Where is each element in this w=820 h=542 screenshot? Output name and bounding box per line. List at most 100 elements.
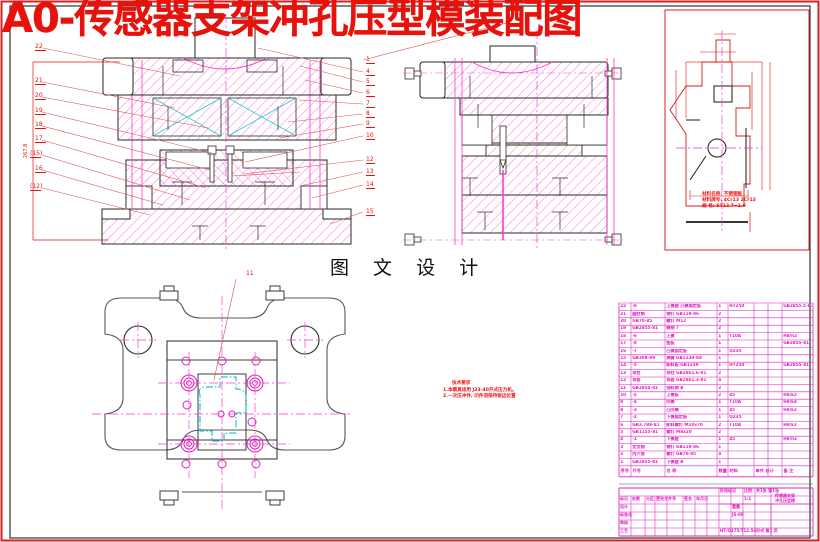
balloon-underline [366, 163, 375, 164]
bom-cell-r17-c1: 17 [620, 341, 627, 346]
bom-cell-r1-c1: 1 [620, 459, 624, 464]
balloon-left-16: 16 [35, 165, 43, 172]
balloon-underline [366, 117, 375, 118]
bom-cell-r10-c1: 10 [620, 393, 627, 397]
balloon-underline [35, 84, 46, 85]
bom-cell-r10-c4: 2 [718, 393, 722, 397]
bom-cell-r7-c5: Q235 [729, 415, 742, 420]
bom-cell-r16-c2: -7 [632, 348, 637, 353]
detail-view-frame [664, 9, 810, 251]
balloon-left-22: 22 [35, 43, 43, 50]
balloon-underline [366, 75, 375, 76]
balloon-right-8: 8 [366, 110, 370, 117]
bom-cell-r1-c4: 1 [718, 459, 722, 464]
bom-cell-r2-c3: 螺钉 GB70-85 [666, 452, 697, 457]
bom-cell-r16-c4: 1 [718, 348, 722, 353]
bom-cell-r9-c3: 凹模 [666, 400, 675, 405]
bom-cell-r5-c1: 5 [620, 430, 624, 434]
title-block-scale-value: 1:1 [744, 496, 752, 501]
balloon-underline [35, 142, 46, 143]
title-block-name-label: 签名 [684, 496, 692, 501]
bom-cell-r21-c4: 2 [718, 311, 722, 316]
balloon-underline [366, 139, 375, 140]
bom-cell-r5-c3: 螺钉 M8x20 [666, 430, 692, 434]
bom-cell-r16-c5: Q235 [729, 348, 742, 353]
bom-cell-r7-c3: 下模固定板 [666, 415, 688, 420]
balloon-underline [35, 128, 46, 129]
part-detail-view [669, 30, 771, 232]
bom-cell-r18-c3: 上模 [666, 333, 675, 338]
bom-cell-r6-c8: H8/k2 [783, 422, 797, 427]
bom-cell-r15-c4: 1 [718, 356, 722, 360]
bom-cell-r22-c4: 1 [718, 304, 722, 309]
bom-cell-r7-c2: -2 [632, 415, 637, 420]
bom-cell-r18-c2: -6 [632, 333, 637, 338]
bom-cell-r3-c4: 1 [718, 444, 722, 449]
bom-cell-r14-c1: 14 [620, 363, 627, 368]
title-block-drawing-sub: 冲孔压型模 [775, 498, 795, 503]
balloon-underline [366, 188, 375, 189]
bom-cell-r18-c1: 18 [620, 333, 627, 338]
balloon-left-18: 18 [35, 121, 43, 128]
bom-cell-r14-c3: 卸料板 GB1239 [666, 363, 699, 368]
bom-cell-r6-c1: 6 [620, 422, 624, 427]
title-block-count-label: 处数 [632, 496, 640, 501]
balloon-underline [366, 215, 375, 216]
bom-cell-r9-c1: 9 [620, 400, 624, 405]
title-block-doc-label: 分区 [646, 496, 654, 501]
bom-cell-r3-c1: 3 [620, 444, 624, 449]
bom-cell-r10-c3: 上模板 [666, 393, 679, 397]
balloon-right-6: 6 [366, 89, 370, 96]
bom-cell-r22-c5: HT250 [729, 304, 745, 309]
balloon-underline [30, 190, 41, 191]
bom-cell-r21-c1: 21 [620, 311, 627, 316]
balloon-right-9: 9 [366, 120, 370, 127]
bom-cell-r4-c1: 4 [620, 437, 624, 442]
bom-cell-r20-c3: 螺钉 M12 [666, 319, 687, 323]
bom-cell-r15-c3: 弹簧 GB1239-84 [666, 356, 702, 360]
bom-cell-r20-c4: 2 [718, 319, 722, 323]
bom-cell-r14-c2: -5 [632, 363, 637, 368]
detail-note-line-1: 材料名称: 不锈钢板 [702, 192, 743, 197]
balloon-left-20: 20 [35, 92, 43, 99]
bom-cell-r14-c5: HT250 [729, 363, 745, 368]
bom-cell-r21-c2: 圆柱销 [632, 311, 645, 316]
bom-footer-label-6: 单件 总计 [755, 467, 774, 473]
title-block-scale-label: 比例 [744, 488, 752, 493]
bom-cell-r15-c2: GB308-89 [632, 356, 656, 360]
side-bolts [404, 67, 622, 246]
title-block-proc-label: 工艺 [620, 528, 628, 533]
balloon-right-7: 7 [366, 100, 370, 107]
bom-cell-r10-c5: 45 [729, 393, 736, 397]
bom-cell-r22-c1: 22 [620, 304, 627, 309]
punch-detail [207, 145, 235, 183]
title-block-date-label: 年月日 [696, 496, 708, 501]
bom-cell-r1-c2: GB2855-81 [632, 459, 659, 464]
overall-dimension [32, 61, 120, 241]
bom-cell-r9-c5: T10A [729, 400, 742, 405]
bom-cell-r5-c2: GB1155-81 [632, 430, 659, 434]
bom-footer-label-2: 代号 [632, 467, 641, 473]
bom-cell-r3-c3: 销钉 GB119-86 [666, 444, 699, 449]
clamp-blocks [159, 285, 285, 506]
title-block-sign-label: 更改文件号 [656, 496, 676, 501]
bom-cell-r8-c2: -3 [632, 407, 637, 412]
bom-cell-r19-c2: GB2855-81 [632, 326, 659, 331]
bom-cell-r5-c4: 2 [718, 430, 722, 434]
tech-note-line-2: 2.一次压冲件, 凹件须保持锐边位置 [443, 394, 516, 399]
balloon-underline [366, 127, 375, 128]
balloon-underline [366, 107, 375, 108]
bom-cell-r19-c3: 模柄 7 [666, 326, 679, 331]
bom-cell-r11-c3: 挡料销 B [666, 385, 684, 390]
balloon-underline [30, 157, 41, 158]
balloon-left-21: 21 [35, 77, 43, 84]
bom-cell-r4-c4: 1 [718, 437, 722, 442]
bom-cell-r3-c2: 定位销 [632, 444, 645, 449]
bom-footer-label-4: 数量 [718, 467, 727, 473]
watermark-text: 图 文 设 计 [330, 257, 488, 279]
tech-note-line-1: 1.本模具适用 J23-40开式压力机。 [443, 388, 517, 393]
bom-cell-r4-c8: H8/h2 [783, 437, 798, 442]
title-block-std-label: 标准化 [620, 512, 632, 517]
bom-cell-r18-c5: T10A [729, 333, 742, 338]
